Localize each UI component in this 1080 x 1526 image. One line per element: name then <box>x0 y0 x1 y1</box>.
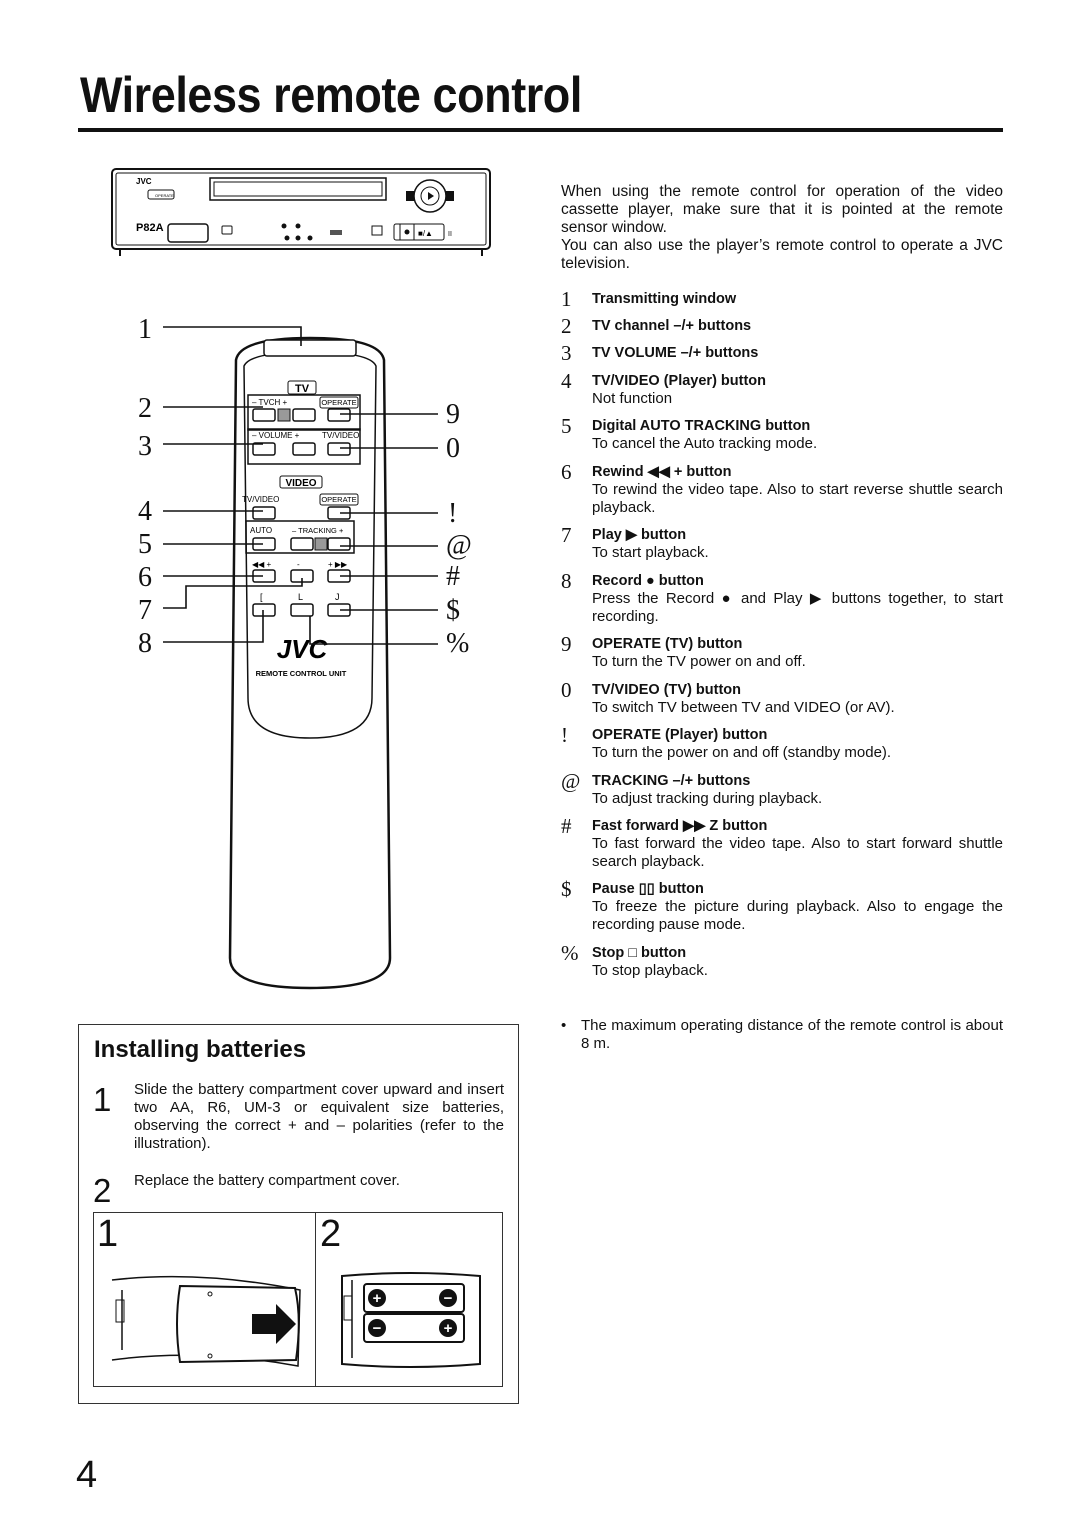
title-rule <box>78 128 1003 132</box>
remote-operate-label: OPERATE <box>321 398 356 407</box>
callout-left-3: 3 <box>138 431 152 462</box>
battery-plus-icon <box>368 1289 386 1307</box>
remote-rec-mark: [ <box>260 592 263 602</box>
remote-auto-label: AUTO <box>250 526 272 535</box>
tvch-plus-button <box>292 408 316 422</box>
page-number: 4 <box>76 1454 98 1496</box>
svg-text:OPERATE: OPERATE <box>155 193 174 198</box>
remote-tvch-label: – TVCH + <box>252 398 288 407</box>
operate-tv-button <box>327 408 351 422</box>
callout-right-percent: % <box>446 628 470 659</box>
battery-figures-divider <box>315 1212 316 1387</box>
page-title: Wireless remote control <box>80 67 582 123</box>
figure-1-label: 1 <box>97 1213 119 1255</box>
vcr-logo: JVC <box>136 177 152 186</box>
remote-unit-label: REMOTE CONTROL UNIT <box>256 669 347 678</box>
remote-tvvideo2-label: TV/VIDEO <box>242 495 279 504</box>
intro-paragraph-2: You can also use the player’s remote con… <box>561 237 1003 272</box>
callout-left-6: 6 <box>138 562 152 593</box>
callout-left-5: 5 <box>138 529 152 560</box>
installing-batteries-box <box>78 1024 519 1404</box>
callout-left-2: 2 <box>138 393 152 424</box>
tvch-minus-button <box>252 408 276 422</box>
svg-text:II: II <box>448 231 452 238</box>
installing-batteries-title: Installing batteries <box>94 1036 307 1063</box>
callout-right-dollar: $ <box>446 595 460 626</box>
callout-right-at: @ <box>446 530 472 561</box>
callout-left-8: 8 <box>138 628 152 659</box>
remote-rew-mark: ◀◀ + <box>252 560 272 569</box>
remote-tracking-label: – TRACKING + <box>292 526 344 535</box>
battery-step-2-number: 2 <box>93 1172 112 1209</box>
svg-text:−: − <box>373 1320 382 1337</box>
remote-operate2-label: OPERATE <box>321 495 356 504</box>
battery-cover-slide-illustration <box>111 1275 301 1367</box>
vcr-front-panel-illustration: JVC OPERATE P82A ■/▲ II <box>111 168 491 256</box>
remote-logo: JVC <box>277 634 329 664</box>
callout-right-excl: ! <box>448 498 458 529</box>
battery-minus-icon <box>439 1289 457 1307</box>
remote-play-mark: - <box>297 560 300 569</box>
vcr-model: P82A <box>136 222 164 234</box>
remote-ff-mark: + ▶▶ <box>328 560 348 569</box>
battery-figures-frame <box>93 1212 503 1387</box>
remote-control-illustration: TV – TVCH + OPERATE – VOLUME + TV/VIDEO … <box>163 326 438 990</box>
battery-step-1-text: Slide the battery compartment cover upwa… <box>134 1081 504 1152</box>
callout-right-0: 0 <box>446 433 460 464</box>
remote-tv-label: TV <box>295 383 310 395</box>
svg-text:■/▲: ■/▲ <box>418 229 433 238</box>
battery-step-1-number: 1 <box>93 1081 112 1118</box>
remote-pause-mark: J <box>335 592 340 602</box>
intro-paragraph-1: When using the remote control for operat… <box>561 183 1003 236</box>
remote-tvvideo-label: TV/VIDEO <box>322 431 359 440</box>
callout-right-hash: # <box>446 561 460 592</box>
remote-video-label: VIDEO <box>285 478 316 489</box>
svg-text:+: + <box>444 1320 453 1337</box>
figure-2-label: 2 <box>320 1213 342 1255</box>
callout-right-9: 9 <box>446 399 460 430</box>
battery-plus-icon <box>439 1319 457 1337</box>
battery-minus-icon <box>368 1319 386 1337</box>
remote-volume-label: – VOLUME + <box>252 431 300 440</box>
svg-text:−: − <box>444 1290 453 1307</box>
remote-stop-mark: L <box>298 592 303 602</box>
battery-polarity-illustration: + − − + <box>341 1272 481 1368</box>
svg-text:+: + <box>373 1290 382 1307</box>
slide-arrow-icon <box>252 1304 296 1344</box>
callout-left-4: 4 <box>138 496 152 527</box>
callout-left-7: 7 <box>138 595 152 626</box>
battery-step-2-text: Replace the battery compartment cover. <box>134 1172 400 1189</box>
callout-left-1: 1 <box>138 314 152 345</box>
